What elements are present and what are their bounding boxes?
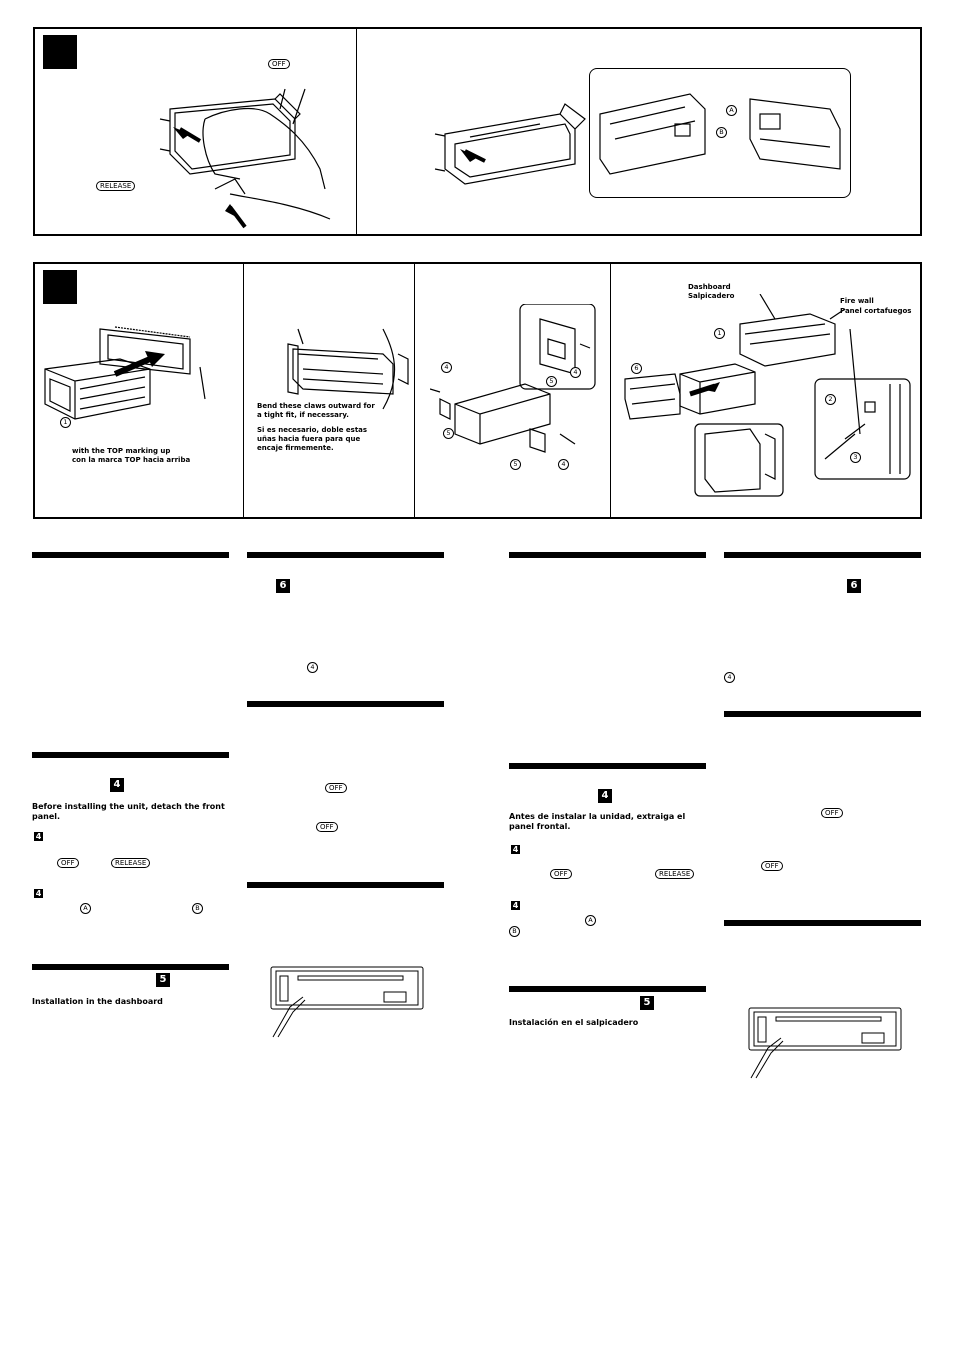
release-key-es: RELEASE <box>655 869 695 879</box>
step-6-marker-es: 6 <box>847 579 861 593</box>
step-4-sub-1-en: 4 <box>34 832 43 841</box>
rule-en-col1-top <box>32 552 229 558</box>
label-b-es: B <box>509 926 520 937</box>
claws-illustration <box>287 328 409 410</box>
rule-en-col2-mid <box>247 701 444 707</box>
rule-en-col1-bottom <box>32 964 229 970</box>
off-key-es: OFF <box>550 869 572 879</box>
part-5-label-left: 5 <box>443 428 454 439</box>
front-panel-attach-illustration <box>434 103 586 185</box>
part-5-label-callout: 5 <box>546 376 557 387</box>
firewall-label-es: Panel cortafuegos <box>840 307 912 315</box>
off-key-en-2: OFF <box>325 783 347 793</box>
detach-panel-illustration <box>159 88 331 229</box>
off-key-en-3: OFF <box>316 822 338 832</box>
bracket-illustration <box>430 304 596 453</box>
frame-b-divider-3 <box>610 264 611 517</box>
claws-note-en: Bend these claws outward for a tight fit… <box>257 402 375 419</box>
step-5-marker-es: 5 <box>640 996 654 1010</box>
off-button-label: OFF <box>268 59 290 69</box>
rule-en-col1-mid <box>32 752 229 758</box>
off-key-es-3: OFF <box>761 861 783 871</box>
rule-en-col2-top <box>247 552 444 558</box>
rule-es-col2-bottom <box>724 920 921 926</box>
part-4-ref-es: 4 <box>724 672 735 683</box>
dashboard-install-illustration <box>624 294 911 497</box>
detail-callout <box>589 68 851 198</box>
part-4-label-bottom: 4 <box>558 459 569 470</box>
before-install-en: Before installing the unit, detach the f… <box>32 802 225 821</box>
off-key-es-2: OFF <box>821 808 843 818</box>
part-4-label-left: 4 <box>441 362 452 373</box>
step-4-sub-1-es: 4 <box>511 845 520 854</box>
part-2-label: 2 <box>825 394 836 405</box>
sleeve-illustration <box>44 326 206 420</box>
label-a: A <box>726 105 737 116</box>
top-note-en: with the TOP marking up <box>72 447 171 455</box>
firewall-label-en: Fire wall <box>840 297 874 305</box>
top-note-es: con la marca TOP hacia arriba <box>72 456 191 464</box>
part-4-ref-en: 4 <box>307 662 318 673</box>
part-1-label-dashboard: 1 <box>714 328 725 339</box>
frame-a-divider <box>356 29 357 234</box>
section-marker-a <box>43 35 77 69</box>
frame-b-divider-2 <box>414 264 415 517</box>
rule-es-col1-bottom <box>509 986 706 992</box>
install-dashboard-es: Instalación en el salpicadero <box>509 1018 639 1027</box>
release-key-en: RELEASE <box>111 858 151 868</box>
step-4-sub-2-en: 4 <box>34 889 43 898</box>
release-button-label: RELEASE <box>96 181 136 191</box>
before-install-es: Antes de instalar la unidad, extraiga el… <box>509 812 686 831</box>
label-b-en: B <box>192 903 203 914</box>
step-4-marker-es: 4 <box>598 789 612 803</box>
step-4-sub-2-es: 4 <box>511 901 520 910</box>
install-dashboard-en: Installation in the dashboard <box>32 997 163 1006</box>
off-key-en: OFF <box>57 858 79 868</box>
figure-frame-a: OFF RELEASE A B <box>33 27 922 236</box>
rule-es-col2-mid <box>724 711 921 717</box>
rule-es-col2-top <box>724 552 921 558</box>
step-5-marker-en: 5 <box>156 973 170 987</box>
step-4-marker-en: 4 <box>110 778 124 792</box>
part-4-label-callout: 4 <box>570 367 581 378</box>
reset-illustration-en <box>270 966 424 1038</box>
rule-es-col1-mid <box>509 763 706 769</box>
dashboard-label-es: Salpicadero <box>688 292 735 300</box>
section-marker-b <box>43 270 77 304</box>
label-a-en: A <box>80 903 91 914</box>
part-6-label: 6 <box>631 363 642 374</box>
rule-es-col1-top <box>509 552 706 558</box>
label-b: B <box>716 127 727 138</box>
claws-note-es: Si es necesario, doble estas uñas hacia … <box>257 426 368 452</box>
rule-en-col2-bottom <box>247 882 444 888</box>
part-3-label: 3 <box>850 452 861 463</box>
reset-illustration-es <box>748 1007 902 1079</box>
label-a-es: A <box>585 915 596 926</box>
part-1-label: 1 <box>60 417 71 428</box>
step-6-marker-en: 6 <box>276 579 290 593</box>
detail-illustration <box>599 93 841 175</box>
dashboard-label-en: Dashboard <box>688 283 731 291</box>
figure-frame-b: 1 with the TOP marking up con la marca T… <box>33 262 922 519</box>
part-5-label-bottom: 5 <box>510 459 521 470</box>
frame-b-divider-1 <box>243 264 244 517</box>
